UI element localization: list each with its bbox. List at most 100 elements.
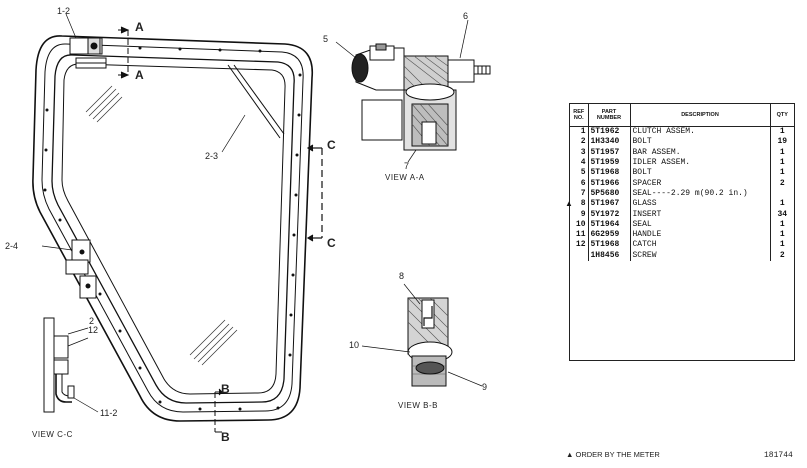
qty-cell: 1 [779,230,785,240]
description-cell: GLASS [630,199,771,210]
ref-cell: 9 [570,209,589,220]
view-bb-section [361,283,483,387]
ref-cell: 6 [570,178,589,189]
qty-cell: 2 [779,178,785,188]
part-number-cell: 5P5680 [588,188,631,200]
section-mark-a-top: A [135,20,144,34]
description-cell: SPACER [630,178,771,189]
description-cell: BAR ASSEM. [630,147,771,158]
callout-5: 5 [323,34,329,44]
callout-2-3: 2-3 [205,151,219,161]
section-line-b [214,388,223,433]
part-number-cell: 5T1967 [588,199,631,210]
parts-table-header-row: REF NO. PART NUMBER DESCRIPTION QTY [570,104,794,127]
header-description: DESCRIPTION [630,104,771,127]
ref-cell: 11 [570,229,589,241]
header-ref-no: REF NO. [570,104,589,127]
view-cc-caption: VIEW C-C [32,430,73,439]
part-number-cell: 5Y1972 [588,209,631,220]
part-number-cell: 5T1968 [588,240,631,251]
part-number-cell: 5T1964 [588,219,631,230]
description-cell: BOLT [630,137,771,148]
window-frame [32,35,314,422]
section-mark-c-bottom: C [327,236,336,250]
ref-cell: 3 [570,147,589,158]
qty-cell: 1 [779,219,785,229]
illustration-id: 181744 [764,451,793,460]
description-cell: SCREW [630,250,771,261]
description-cell: HANDLE [630,229,771,241]
frame-inner-edge [51,54,295,404]
part-number-cell: 5T1962 [588,126,631,138]
view-aa-section [335,19,491,163]
frame-middle-edge [41,43,304,413]
qty-cell: 2 [779,250,785,260]
section-mark-a-bottom: A [135,68,144,82]
qty-cell: 19 [777,137,788,147]
callout-11-2: 11-2 [100,408,118,418]
callout-8: 8 [399,271,405,281]
view-cc-section [43,317,99,413]
ref-cell: 1 [570,126,589,138]
frame-glass-edge [61,63,286,395]
clutch-assembly [69,37,107,69]
header-qty: QTY [770,104,794,127]
qty-cell: 1 [779,240,785,250]
header-part-number: PART NUMBER [588,104,631,127]
description-cell: SEAL [630,219,771,230]
qty-cell: 1 [779,168,785,178]
callout-2: 2 [89,316,95,326]
description-cell: INSERT [630,209,771,220]
callout-6: 6 [463,11,469,21]
description-cell: BOLT [630,168,771,179]
view-bb-caption: VIEW B-B [398,401,439,410]
description-cell: IDLER ASSEM. [630,157,771,169]
glass-reflections [85,85,238,366]
callout-10: 10 [349,340,360,350]
frame-outer-edge [32,35,314,422]
qty-cell: 1 [779,147,785,157]
part-number-cell: 1H3340 [588,137,631,148]
ref-cell: 7 [570,188,589,200]
part-number-cell: 6G2959 [588,229,631,241]
idler-assembly [65,239,97,299]
ref-cell: 10 [570,219,589,230]
ref-cell: 12 [570,240,589,251]
callout-1-2-top: 1-2 [57,6,71,16]
part-number-cell: 5T1957 [588,147,631,158]
section-line-a [118,26,130,79]
section-mark-b-top: B [221,382,230,396]
qty-cell: 1 [779,199,785,209]
callout-7: 7 [404,161,410,171]
part-number-cell: 5T1959 [588,157,631,169]
description-cell: CATCH [630,240,771,251]
section-mark-c-top: C [327,138,336,152]
ref-cell [570,250,589,261]
qty-cell: 1 [779,158,785,168]
section-mark-b-bottom: B [221,430,230,444]
qty-cell [770,189,794,199]
callout-9: 9 [482,382,488,392]
qty-cell: 1 [779,127,785,137]
bar-assembly [227,64,285,139]
qty-cell: 34 [777,209,788,219]
ref-cell: 5 [570,168,589,179]
ref-cell: 4 [570,157,589,169]
leader-lines-main [41,13,246,251]
description-cell: SEAL----2.29 m(90.2 in.) [630,188,771,200]
